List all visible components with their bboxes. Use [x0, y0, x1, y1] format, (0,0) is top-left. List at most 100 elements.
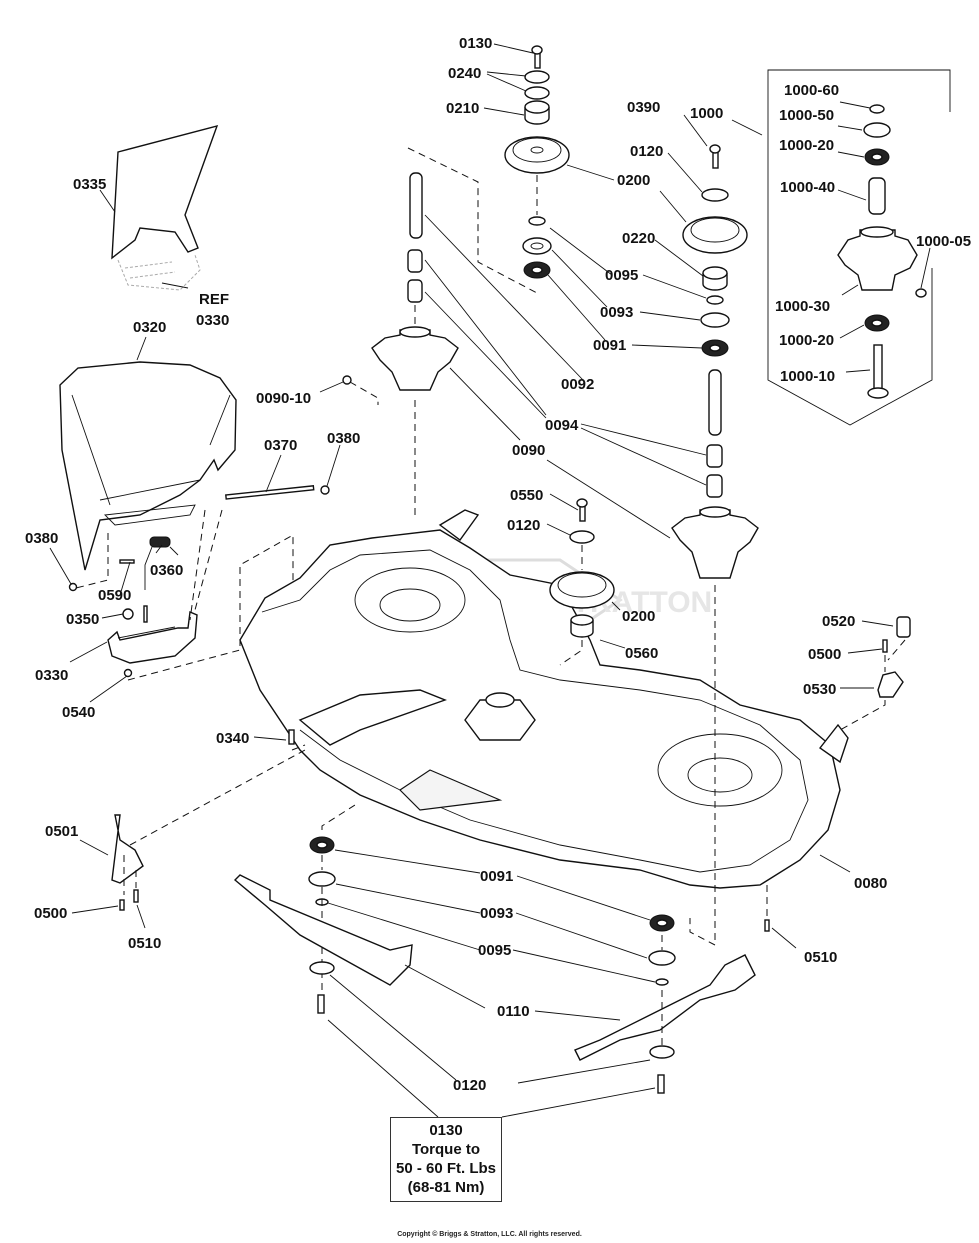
leader-lines	[49, 43, 931, 1118]
seal-0093-bottom-right	[648, 950, 676, 966]
nut-0090-10	[342, 375, 352, 385]
label-0510-right: 0510	[804, 949, 837, 966]
label-0240: 0240	[448, 65, 481, 82]
label-1000-20-bottom: 1000-20	[779, 332, 834, 349]
label-0501: 0501	[45, 823, 78, 840]
label-0120-bottom: 0120	[453, 1077, 486, 1094]
label-0090-10: 0090-10	[256, 390, 311, 407]
blade-0110-right	[574, 954, 756, 1061]
pulley-stack-right	[682, 144, 748, 498]
copyright-notice: Copyright © Briggs & Stratton, LLC. All …	[397, 1231, 582, 1238]
spindle-housing-0090-left	[371, 326, 459, 391]
washer-0095-bottom-right	[655, 978, 669, 986]
label-1000-60: 1000-60	[784, 82, 839, 99]
pulley-0200-top	[504, 136, 570, 174]
label-0500-right: 0500	[808, 646, 841, 663]
label-0340: 0340	[216, 730, 249, 747]
label-0110: 0110	[497, 1003, 530, 1020]
label-0091-top: 0091	[593, 337, 626, 354]
label-1000-10: 1000-10	[780, 368, 835, 385]
seal-0093-bottom-left	[308, 871, 336, 887]
label-0090: 0090	[512, 442, 545, 459]
spacer-0094-right-a	[706, 444, 723, 468]
label-0120-mid: 0120	[507, 517, 540, 534]
label-0370: 0370	[264, 437, 297, 454]
pin-0350-pin	[143, 605, 148, 623]
label-0095-top: 0095	[605, 267, 638, 284]
pulley-0200-mid	[549, 571, 615, 609]
label-1000: 1000	[690, 105, 723, 122]
spindle-housing-0090-right	[671, 506, 759, 579]
label-1000-20-top: 1000-20	[779, 137, 834, 154]
seal-0093-right	[700, 312, 730, 328]
nut-0380-right	[320, 485, 330, 495]
label-0520: 0520	[822, 613, 855, 630]
pin-0590	[119, 559, 135, 564]
pulley-stack-top	[407, 45, 570, 294]
bolt-0510-left	[133, 889, 139, 903]
label-0120-top: 0120	[630, 143, 663, 160]
label-0530: 0530	[803, 681, 836, 698]
washer-0240-a	[524, 70, 550, 84]
label-0360: 0360	[150, 562, 183, 579]
label-0500-left: 0500	[34, 905, 67, 922]
label-0335: 0335	[73, 176, 106, 193]
label-0093-bottom: 0093	[480, 905, 513, 922]
deflector-0335	[111, 124, 219, 291]
label-0540: 0540	[62, 704, 95, 721]
washer-0540	[123, 668, 133, 678]
washer-0095-right	[706, 295, 724, 305]
label-0560: 0560	[625, 645, 658, 662]
bolt-0500-left	[119, 899, 125, 911]
label-0330-ref: 0330	[196, 312, 229, 329]
label-0095-bottom: 0095	[478, 942, 511, 959]
bolt-0510-right	[764, 919, 770, 932]
spindle-kit-1000-box	[767, 69, 951, 426]
label-1000-30: 1000-30	[775, 298, 830, 315]
label-0550: 0550	[510, 487, 543, 504]
label-ref: REF	[199, 291, 229, 308]
torque-part-number: 0130	[429, 1122, 463, 1139]
rod-0370	[225, 485, 315, 500]
bolt-0340	[288, 729, 295, 745]
shaft-0092-left	[409, 172, 423, 239]
label-0210: 0210	[446, 100, 479, 117]
label-0200-top: 0200	[617, 172, 650, 189]
label-0590: 0590	[98, 587, 131, 604]
baffle-0501	[111, 814, 144, 884]
label-0092: 0092	[561, 376, 594, 393]
bolt-0130-bottom-left	[317, 994, 325, 1014]
torque-line-3: (68-81 Nm)	[407, 1179, 485, 1196]
label-0130-top: 0130	[459, 35, 492, 52]
label-0380-left: 0380	[25, 530, 58, 547]
washer-0120-bottom-right	[649, 1045, 675, 1059]
label-0390: 0390	[627, 99, 660, 116]
spacer-0094-left-b	[407, 279, 423, 303]
blade-0110-left	[233, 874, 413, 986]
washer-0120-mid	[569, 530, 595, 544]
label-1000-50: 1000-50	[779, 107, 834, 124]
label-1000-05: 1000-05	[916, 233, 971, 250]
spacer-0094-left-a	[407, 249, 423, 273]
torque-line-2: 50 - 60 Ft. Lbs	[395, 1160, 497, 1177]
seal-0093-top	[522, 237, 552, 255]
washer-0240-b	[524, 86, 550, 100]
washer-0095-top	[528, 216, 546, 226]
label-0093-top: 0093	[600, 304, 633, 321]
label-1000-40: 1000-40	[780, 179, 835, 196]
label-0220: 0220	[622, 230, 655, 247]
spring-0360	[144, 536, 179, 590]
label-0510-left: 0510	[128, 935, 161, 952]
washer-0120-top	[701, 188, 729, 202]
washer-0120-bottom-left	[309, 961, 335, 975]
label-0091-bottom: 0091	[480, 868, 513, 885]
mower-deck-0080	[239, 509, 849, 889]
label-0330: 0330	[35, 667, 68, 684]
label-0080: 0080	[854, 875, 887, 892]
spacer-0094-right-b	[706, 474, 723, 498]
part-labels: 0130 0240 0210 0200 0390 0120 0220 0095 …	[25, 35, 971, 1094]
label-0380-right: 0380	[327, 430, 360, 447]
bushing-0520	[896, 616, 911, 638]
shaft-0092-right	[708, 369, 722, 436]
